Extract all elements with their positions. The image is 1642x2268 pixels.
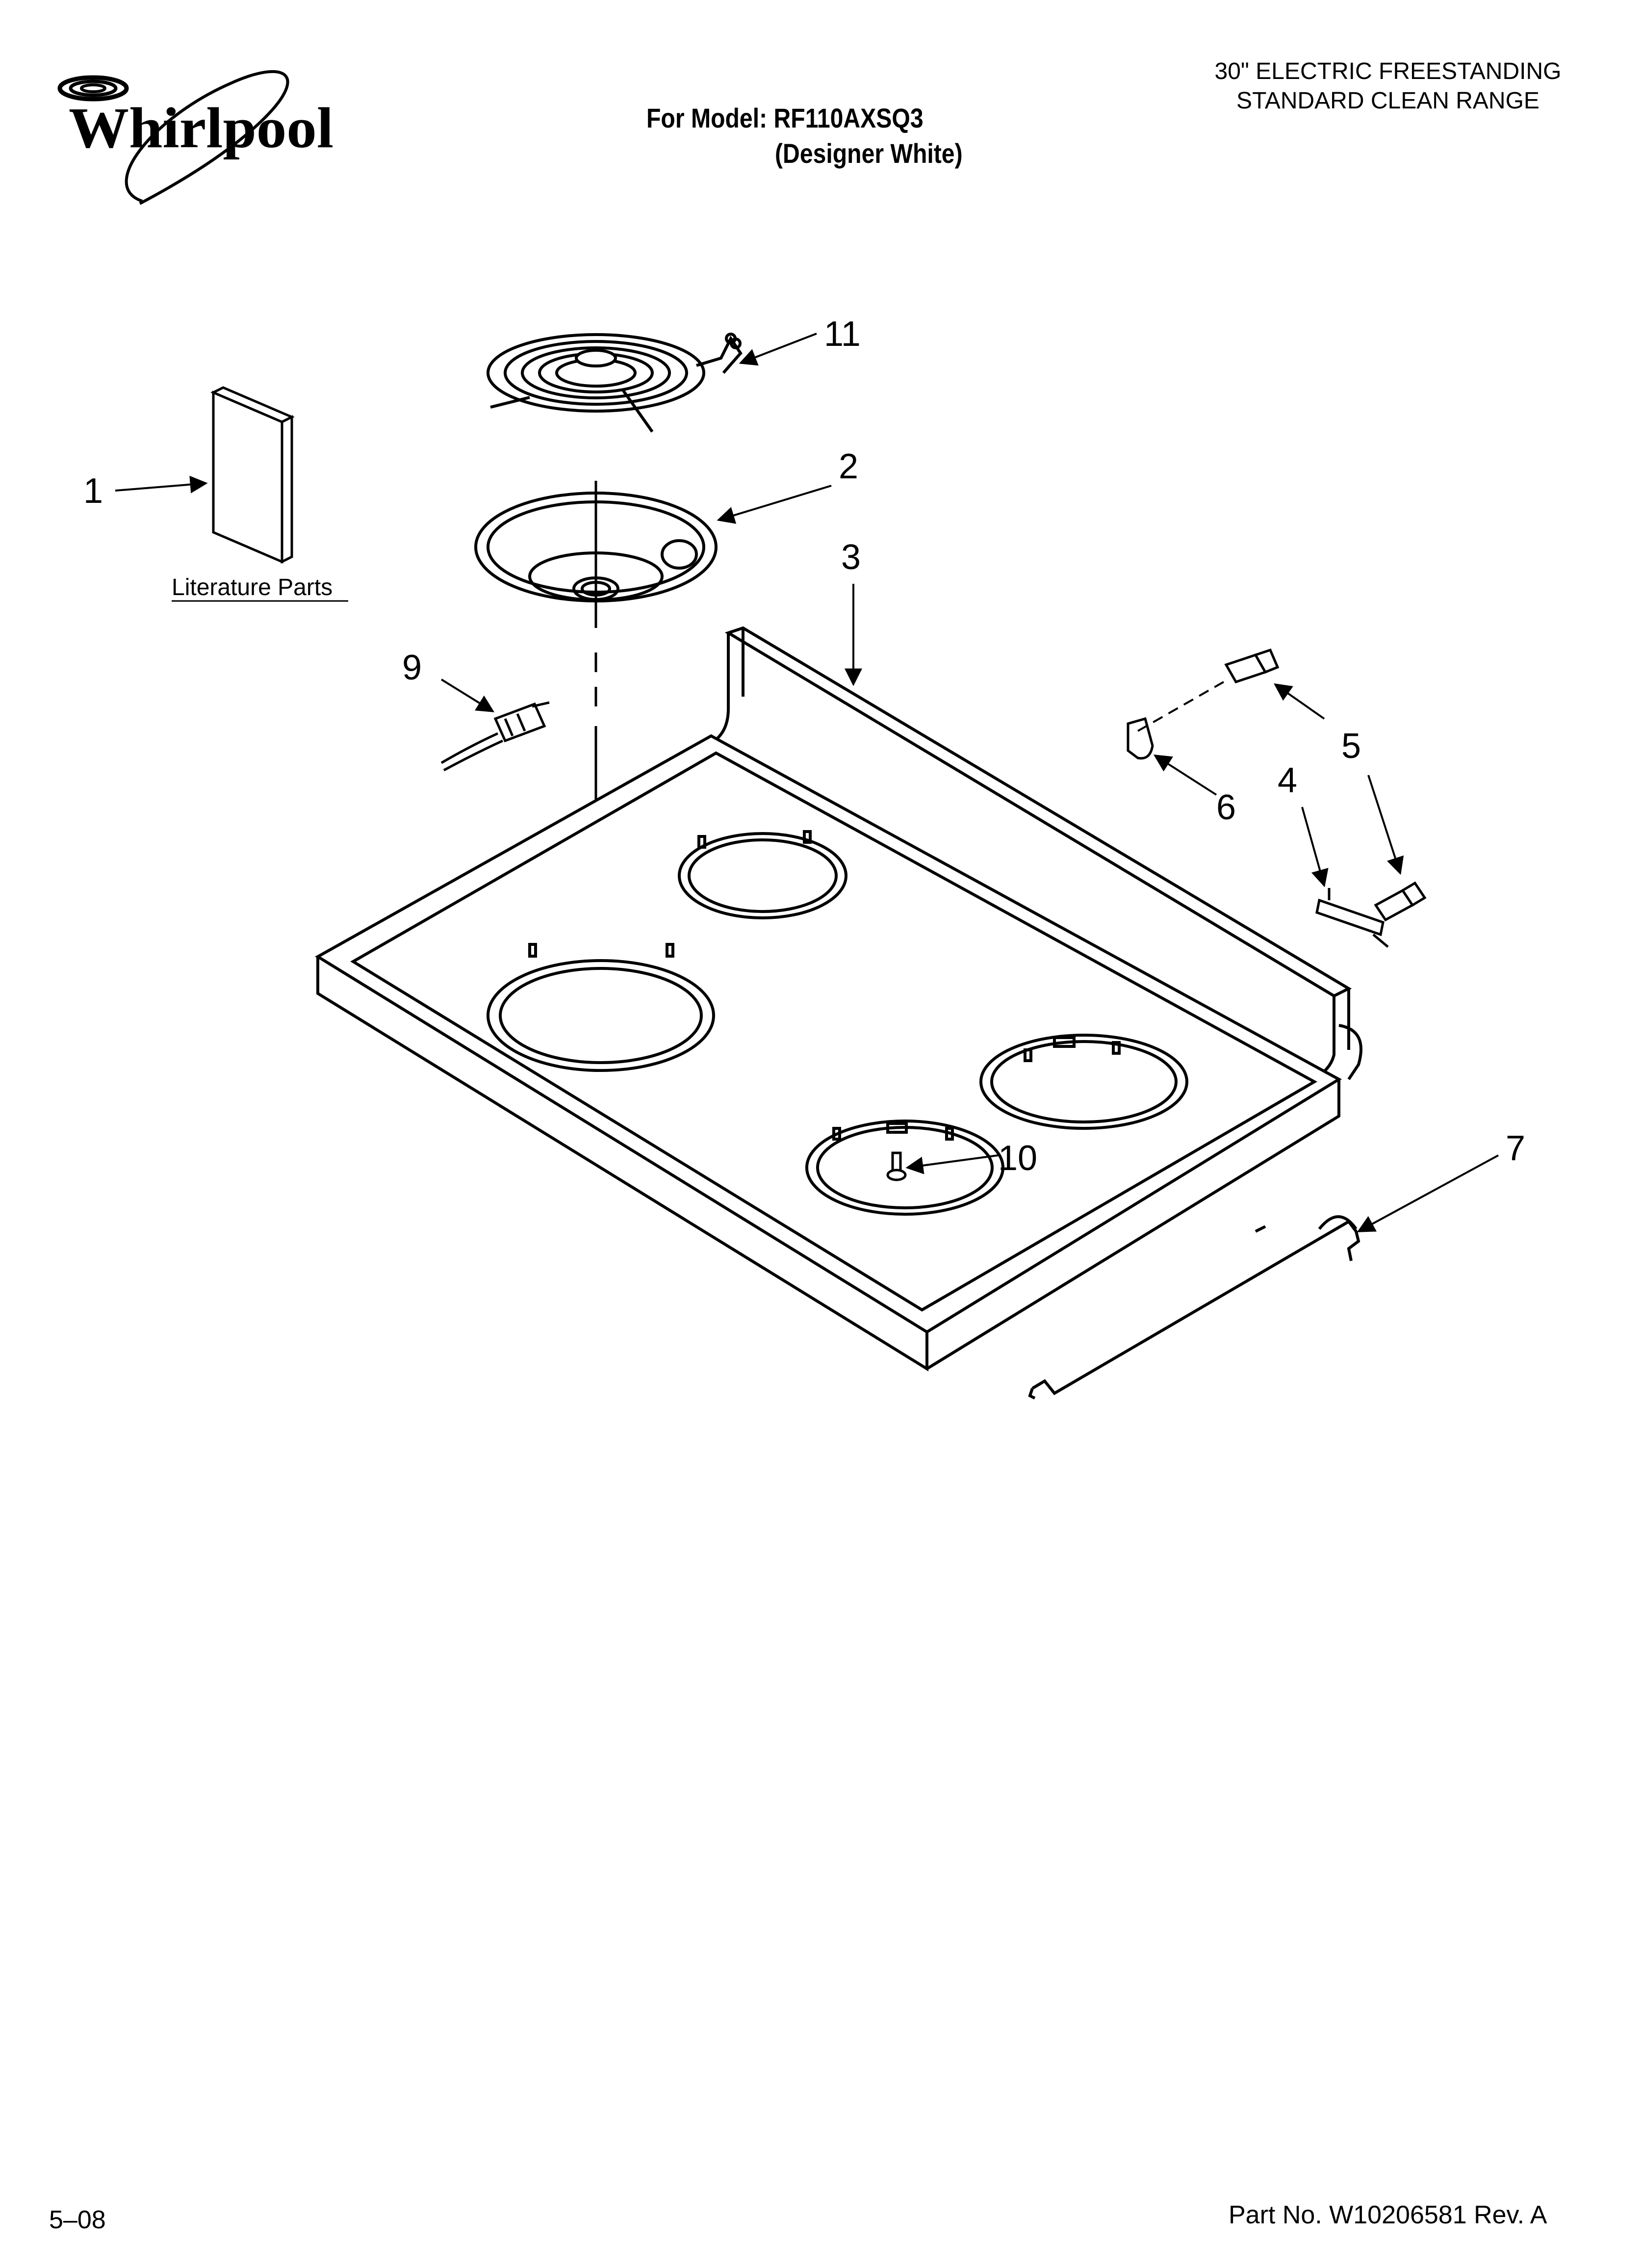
callout-10: 10 bbox=[998, 1139, 1037, 1178]
logo-swirl-icon bbox=[57, 75, 129, 102]
whirlpool-logo: Whirlpool bbox=[57, 70, 334, 205]
screw-5-upper-icon bbox=[1224, 648, 1280, 684]
callout-6: 6 bbox=[1216, 788, 1236, 827]
literature-parts-label: Literature Parts bbox=[172, 574, 333, 600]
model-color: (Designer White) bbox=[775, 138, 963, 169]
callout-9: 9 bbox=[402, 648, 422, 687]
callout-2: 2 bbox=[839, 447, 858, 486]
callout-3: 3 bbox=[841, 538, 861, 577]
model-title: For Model: RF110AXSQ3 bbox=[646, 103, 924, 133]
clip-icon bbox=[1127, 717, 1154, 760]
literature-parts-icon bbox=[210, 386, 295, 564]
callout-7: 7 bbox=[1506, 1129, 1525, 1168]
surface-element-icon bbox=[487, 333, 743, 433]
callout-4: 4 bbox=[1278, 761, 1297, 800]
callout-arrows bbox=[115, 333, 1499, 1232]
callout-5: 5 bbox=[1341, 727, 1361, 766]
callout-11: 11 bbox=[824, 314, 861, 354]
terminal-block-icon bbox=[440, 701, 550, 772]
bracket-icon bbox=[1315, 888, 1389, 948]
product-line-2: STANDARD CLEAN RANGE bbox=[1236, 88, 1539, 114]
logo-orbit-icon bbox=[125, 70, 289, 205]
product-line-1: 30" ELECTRIC FREESTANDING bbox=[1214, 58, 1562, 84]
clip-screw-line bbox=[1137, 681, 1224, 732]
screw-10-icon bbox=[886, 1151, 907, 1181]
rod-icon bbox=[1028, 1215, 1360, 1400]
callout-1: 1 bbox=[83, 471, 103, 511]
logo-wordmark: Whirlpool bbox=[69, 96, 334, 160]
revision-date: 5–08 bbox=[49, 2206, 106, 2234]
part-number: Part No. W10206581 Rev. A bbox=[1229, 2201, 1547, 2229]
screw-5-lower-icon bbox=[1374, 881, 1427, 922]
cooktop-icon bbox=[315, 626, 1362, 1372]
